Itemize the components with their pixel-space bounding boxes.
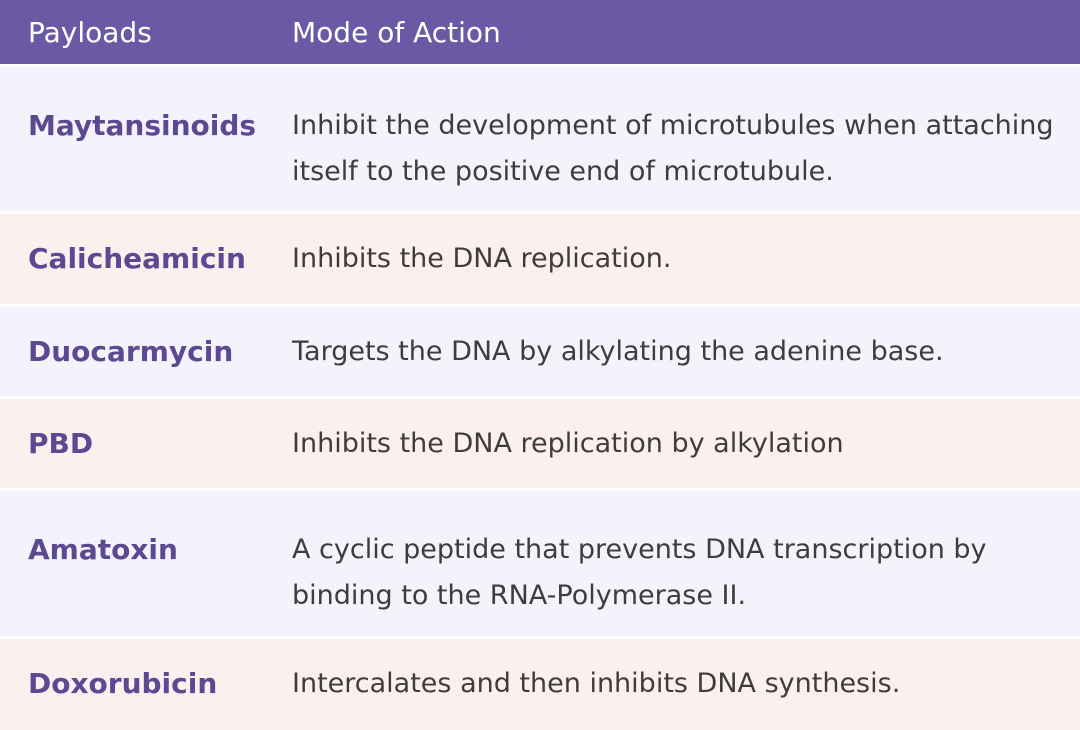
payload-cell: Maytansinoids: [28, 109, 257, 142]
header-payloads: Payloads: [28, 15, 152, 49]
action-cell: A cyclic peptide that prevents DNA trans…: [292, 534, 987, 612]
action-cell: Targets the DNA by alkylating the adenin…: [292, 335, 944, 367]
table-row: PBD Inhibits the DNA replication by alky…: [0, 396, 1080, 489]
table-row: Doxorubicin Intercalates and then inhibi…: [0, 635, 1080, 730]
table-header: Payloads Mode of Action: [0, 0, 1080, 64]
action-cell: Inhibits the DNA replication by alkylati…: [292, 428, 844, 460]
payload-cell: Calicheamicin: [28, 242, 246, 276]
payload-cell: Amatoxin: [28, 533, 178, 567]
action-cell: Intercalates and then inhibits DNA synth…: [292, 667, 901, 699]
action-cell: Inhibit the development of microtubules …: [292, 110, 1054, 187]
table-row: Maytansinoids Inhibit the development of…: [0, 64, 1080, 212]
table-row: Amatoxin A cyclic peptide that prevents …: [0, 488, 1080, 636]
payload-cell: PBD: [28, 427, 94, 461]
payload-cell: Duocarmycin: [28, 334, 234, 368]
table-row: Calicheamicin Inhibits the DNA replicati…: [0, 211, 1080, 304]
action-cell: Inhibits the DNA replication.: [292, 243, 672, 275]
header-mode-of-action: Mode of Action: [292, 15, 501, 49]
payload-cell: Doxorubicin: [28, 666, 218, 700]
table-row: Duocarmycin Targets the DNA by alkylatin…: [0, 303, 1080, 397]
